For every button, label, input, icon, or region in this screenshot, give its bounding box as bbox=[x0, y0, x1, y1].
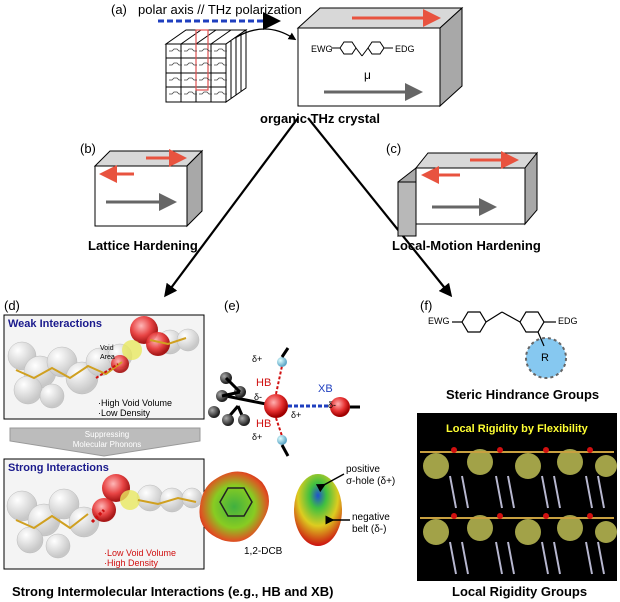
dplus-xb: δ+ bbox=[291, 410, 302, 420]
strong-bullet-2: ·High Density bbox=[104, 558, 159, 568]
suppressing-label: Suppressing bbox=[84, 430, 130, 439]
suppressing-arrow bbox=[9, 427, 201, 457]
negative-label: negative bbox=[352, 512, 390, 523]
edg-label-f: EDG bbox=[558, 316, 578, 326]
steric-hindrance-caption: Steric Hindrance Groups bbox=[446, 387, 600, 402]
dminus-2: δ- bbox=[328, 400, 337, 410]
ewg-label-a: EWG bbox=[311, 44, 333, 54]
weak-interactions-title: Weak Interactions bbox=[8, 318, 102, 330]
strong-interactions-box bbox=[3, 458, 205, 570]
xb-label: XB bbox=[318, 383, 333, 395]
sigma-hole-label: σ-hole (δ+) bbox=[346, 476, 396, 487]
ewg-label-f: EWG bbox=[428, 316, 450, 326]
dminus-1: δ- bbox=[254, 392, 263, 402]
crystal-block-b bbox=[93, 149, 204, 228]
halogen-bond-scheme bbox=[208, 347, 360, 457]
panel-c-letter: (c) bbox=[386, 141, 402, 156]
branch-arrow-left bbox=[164, 117, 299, 298]
molecular-phonons-label: Molecular Phonons bbox=[72, 440, 142, 449]
lattice-hardening-caption: Lattice Hardening bbox=[88, 238, 198, 253]
belt-label: belt (δ-) bbox=[352, 524, 387, 535]
panel-f-letter: (f) bbox=[420, 298, 433, 313]
local-rigidity-title: Local Rigidity by Flexibility bbox=[446, 423, 588, 435]
hb-top-label: HB bbox=[256, 377, 272, 389]
steric-hindrance-molecule bbox=[452, 311, 567, 379]
panel-g-letter: (g) bbox=[420, 412, 436, 427]
crystal-block-c bbox=[397, 151, 539, 238]
strong-bullet-1: ·Low Void Volume bbox=[104, 548, 177, 558]
dcb-esp-surface bbox=[199, 471, 350, 546]
weak-bullet-1: ·High Void Volume bbox=[98, 398, 173, 408]
branch-arrow-right bbox=[307, 117, 453, 298]
panel-b-letter: (b) bbox=[80, 141, 96, 156]
local-rigidity-image bbox=[417, 413, 617, 581]
bottom-caption: Strong Intermolecular Interactions (e.g.… bbox=[12, 584, 334, 599]
panel-d-letter: (d) bbox=[4, 298, 20, 313]
crystal-caption: organic THz crystal bbox=[260, 111, 380, 126]
void-area-label: Void Area bbox=[100, 345, 115, 361]
dcb-label: 1,2-DCB bbox=[244, 546, 283, 557]
edg-label-a: EDG bbox=[395, 44, 415, 54]
mu-label: μ bbox=[364, 68, 371, 82]
molecule-grid-cube bbox=[164, 29, 248, 103]
panel-e-letter: (e) bbox=[224, 298, 240, 313]
positive-label: positive bbox=[346, 464, 380, 475]
zoom-arrow bbox=[234, 28, 297, 41]
crystal-block-a bbox=[296, 6, 464, 108]
weak-bullet-2: ·Low Density bbox=[98, 408, 151, 418]
r-group-label: R bbox=[541, 352, 549, 364]
panel-a-letter: (a) bbox=[111, 2, 127, 17]
local-rigidity-caption: Local Rigidity Groups bbox=[452, 584, 588, 599]
local-motion-caption: Local-Motion Hardening bbox=[392, 238, 541, 253]
strong-interactions-title: Strong Interactions bbox=[8, 462, 109, 474]
hb-bottom-label: HB bbox=[256, 418, 272, 430]
polar-axis-label: polar axis // THz polarization bbox=[138, 2, 302, 17]
dplus-bottom: δ+ bbox=[252, 432, 263, 442]
dplus-top: δ+ bbox=[252, 354, 263, 364]
weak-interactions-box bbox=[3, 314, 205, 420]
